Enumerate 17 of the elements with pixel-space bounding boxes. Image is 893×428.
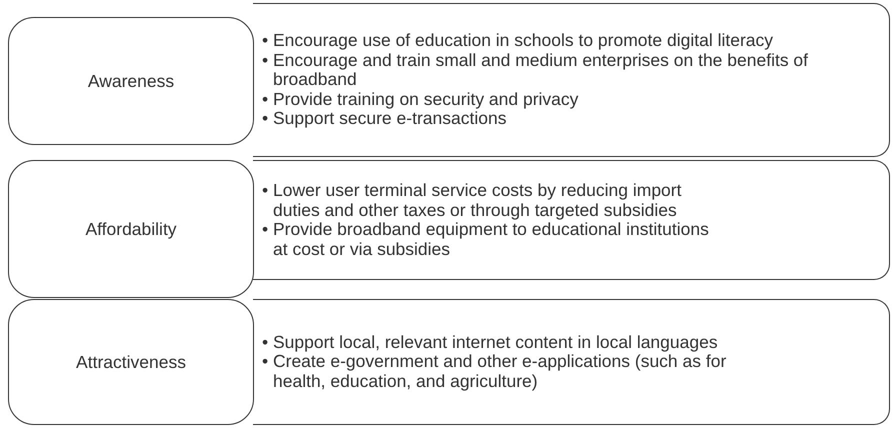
- category-label: Awareness: [88, 70, 174, 92]
- category-label: Attractiveness: [76, 352, 186, 372]
- bullet-item: • Provide broadband equipment to educational institutions at cost or via subsidies: [262, 220, 710, 259]
- category-box: [8, 299, 254, 425]
- category-box: [8, 160, 254, 298]
- category-box: [8, 17, 254, 145]
- bullet-item: • Encourage and train small and medium enterprises on the benefits of broadband: [262, 50, 810, 90]
- bullet-item: • Encourage use of education in schools to promote digital literacy: [262, 31, 774, 51]
- bullet-panel: [253, 3, 890, 157]
- bullet-panel: [253, 160, 890, 280]
- bullet-item: • Lower user terminal service costs by reducing import duties and other taxes or through targeted subsidies: [262, 181, 682, 220]
- bullet-item: • Support local, relevant internet content in local languages: [262, 332, 719, 352]
- category-label: Affordability: [85, 218, 177, 240]
- bullet-panel: [253, 299, 890, 425]
- bullet-item: • Create e-government and other e-applications (such as for health, education, and agriculture): [262, 352, 728, 392]
- bullet-item: • Provide training on security and privacy: [262, 90, 580, 110]
- bullet-item: • Support secure e-transactions: [262, 109, 508, 129]
